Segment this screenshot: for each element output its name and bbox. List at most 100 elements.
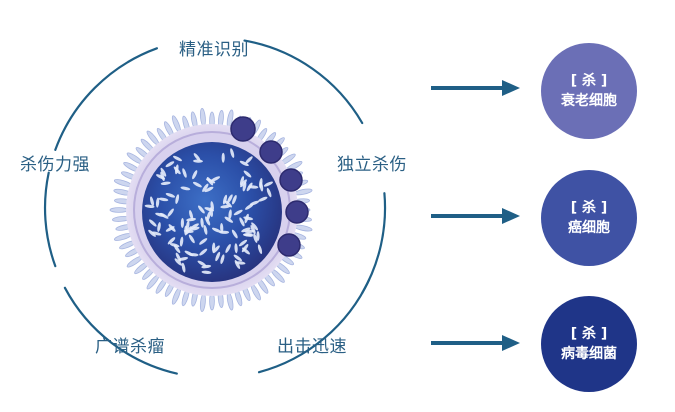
spike bbox=[109, 207, 129, 213]
granule bbox=[155, 212, 165, 217]
granule bbox=[148, 229, 156, 237]
granule bbox=[204, 207, 214, 212]
feature-label-top: 精准识别 bbox=[179, 40, 249, 60]
granule bbox=[206, 177, 214, 186]
granule bbox=[241, 227, 251, 233]
feature-label-bottom-left: 广谱杀瘤 bbox=[95, 337, 165, 357]
granule bbox=[179, 236, 184, 247]
granule bbox=[168, 224, 176, 232]
granule bbox=[215, 251, 221, 262]
granule bbox=[173, 166, 181, 175]
granule bbox=[242, 181, 247, 192]
target-tag: [ 杀 ] bbox=[570, 200, 608, 216]
granule bbox=[165, 192, 176, 198]
granule bbox=[232, 195, 237, 205]
granule bbox=[243, 170, 252, 178]
granule bbox=[238, 239, 248, 247]
granule bbox=[225, 244, 231, 253]
ring-segment bbox=[43, 171, 57, 268]
target-tag: [ 杀 ] bbox=[570, 73, 608, 89]
granule bbox=[188, 234, 195, 244]
granule bbox=[253, 233, 258, 243]
granule bbox=[224, 200, 233, 208]
arrow-head bbox=[502, 335, 520, 351]
granule bbox=[178, 256, 189, 261]
granule bbox=[158, 197, 169, 202]
feature-label-bottom-right: 出击迅速 bbox=[277, 337, 347, 357]
granule bbox=[144, 204, 155, 208]
granule bbox=[206, 211, 211, 221]
granule bbox=[175, 194, 180, 205]
granule bbox=[227, 194, 233, 204]
granule bbox=[243, 232, 253, 237]
granule bbox=[148, 219, 157, 227]
granule bbox=[212, 245, 220, 254]
granule bbox=[258, 196, 268, 202]
granule bbox=[244, 229, 255, 234]
granule bbox=[221, 152, 225, 163]
vesicle bbox=[277, 233, 301, 257]
granule bbox=[167, 208, 174, 217]
spike bbox=[199, 293, 206, 312]
granule bbox=[241, 244, 249, 253]
granule bbox=[193, 159, 203, 163]
granule bbox=[266, 187, 272, 198]
target-tag: [ 杀 ] bbox=[570, 326, 608, 342]
cell-granules bbox=[144, 148, 273, 274]
granule bbox=[180, 218, 185, 228]
granule bbox=[199, 248, 208, 256]
granule bbox=[239, 217, 245, 227]
granule bbox=[173, 244, 181, 254]
granule bbox=[188, 253, 199, 257]
granule bbox=[150, 196, 154, 207]
target-circle-senescent-cells: [ 杀 ] 衰老细胞 bbox=[541, 43, 637, 139]
granule bbox=[165, 161, 175, 168]
granule bbox=[220, 254, 225, 265]
granule bbox=[211, 227, 222, 233]
feature-label-left: 杀伤力强 bbox=[20, 155, 90, 175]
granule bbox=[200, 217, 204, 228]
granule bbox=[257, 244, 263, 255]
target-circle-viruses-bacteria: [ 杀 ] 病毒细菌 bbox=[541, 296, 637, 392]
nk-cell bbox=[109, 108, 313, 312]
granule bbox=[250, 224, 256, 235]
granule bbox=[263, 181, 273, 187]
ring-segment bbox=[54, 47, 158, 151]
granule bbox=[245, 203, 254, 210]
granule bbox=[240, 179, 247, 188]
granule bbox=[181, 262, 186, 273]
granule bbox=[193, 153, 201, 162]
granule bbox=[259, 181, 264, 192]
granule bbox=[197, 205, 205, 214]
ring-segment bbox=[63, 286, 178, 375]
target-name: 癌细胞 bbox=[568, 220, 610, 236]
target-name: 病毒细菌 bbox=[561, 346, 617, 362]
granule bbox=[210, 176, 221, 182]
granule bbox=[174, 258, 183, 266]
granule bbox=[201, 264, 212, 269]
ring-segment bbox=[243, 39, 364, 125]
granule bbox=[243, 216, 254, 221]
granule bbox=[248, 185, 259, 189]
arrow-head bbox=[502, 208, 520, 224]
granule bbox=[233, 254, 242, 262]
granule bbox=[157, 222, 161, 232]
granule bbox=[201, 270, 212, 274]
granule bbox=[202, 183, 209, 192]
granule bbox=[245, 156, 253, 164]
vesicle bbox=[279, 168, 303, 192]
granule bbox=[189, 210, 194, 220]
granule bbox=[234, 243, 238, 254]
granule bbox=[256, 231, 260, 241]
target-circle-cancer-cells: [ 杀 ] 癌细胞 bbox=[541, 170, 637, 266]
granule bbox=[186, 217, 197, 222]
vesicle bbox=[230, 116, 256, 142]
granule bbox=[173, 155, 182, 162]
granule bbox=[230, 148, 235, 158]
spike bbox=[293, 224, 313, 232]
feature-label-right: 独立杀伤 bbox=[337, 155, 407, 175]
vesicle bbox=[259, 140, 283, 164]
granule bbox=[234, 260, 241, 269]
